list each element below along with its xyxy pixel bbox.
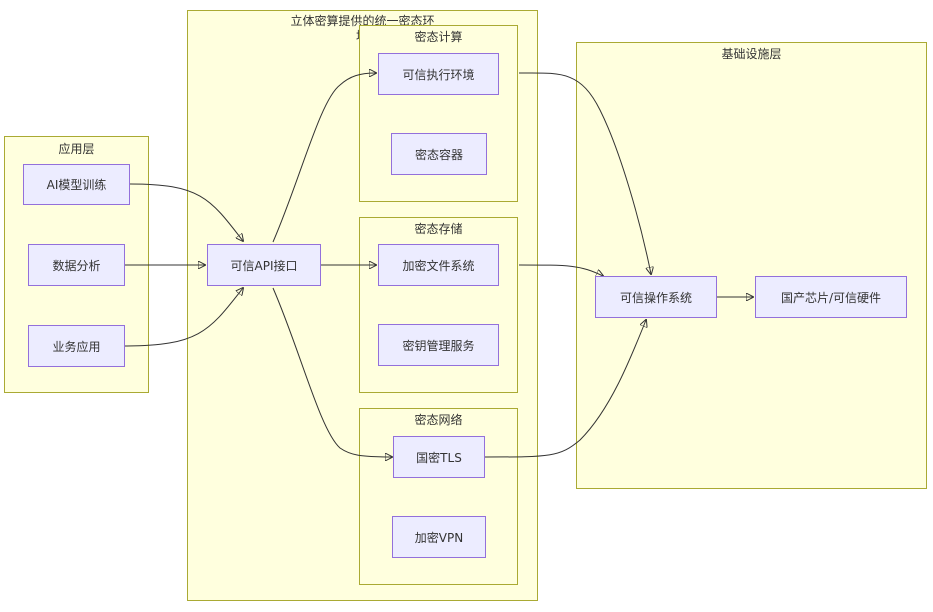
- cluster-infra-title: 基础设施层: [721, 47, 782, 61]
- node-encrypted-fs[interactable]: 加密文件系统: [378, 244, 499, 286]
- node-tee[interactable]: 可信执行环境: [378, 53, 499, 95]
- cluster-secure-env-title: 立体密算提供的统一密态环: [290, 14, 435, 28]
- cluster-infra: 基础设施层: [576, 42, 927, 489]
- node-trusted-api[interactable]: 可信API接口: [207, 244, 321, 286]
- cluster-network: 密态网络: [359, 408, 518, 585]
- node-key-mgmt[interactable]: 密钥管理服务: [378, 324, 499, 366]
- node-ai-training[interactable]: AI模型训练: [23, 164, 130, 205]
- node-domestic-chip[interactable]: 国产芯片/可信硬件: [755, 276, 907, 318]
- node-trusted-os[interactable]: 可信操作系统: [595, 276, 717, 318]
- node-secure-container[interactable]: 密态容器: [391, 133, 487, 175]
- cluster-compute-title: 密态计算: [414, 30, 463, 44]
- cluster-compute: 密态计算: [359, 25, 518, 202]
- cluster-network-title: 密态网络: [414, 413, 463, 427]
- cluster-app-layer-title: 应用层: [58, 142, 95, 156]
- node-encrypted-vpn[interactable]: 加密VPN: [392, 516, 486, 558]
- node-biz-app[interactable]: 业务应用: [28, 325, 125, 367]
- node-data-analysis[interactable]: 数据分析: [28, 244, 125, 286]
- cluster-storage-title: 密态存储: [414, 222, 463, 236]
- cluster-secure-env-title-overflow: 境: [356, 27, 360, 41]
- node-national-tls[interactable]: 国密TLS: [393, 436, 485, 478]
